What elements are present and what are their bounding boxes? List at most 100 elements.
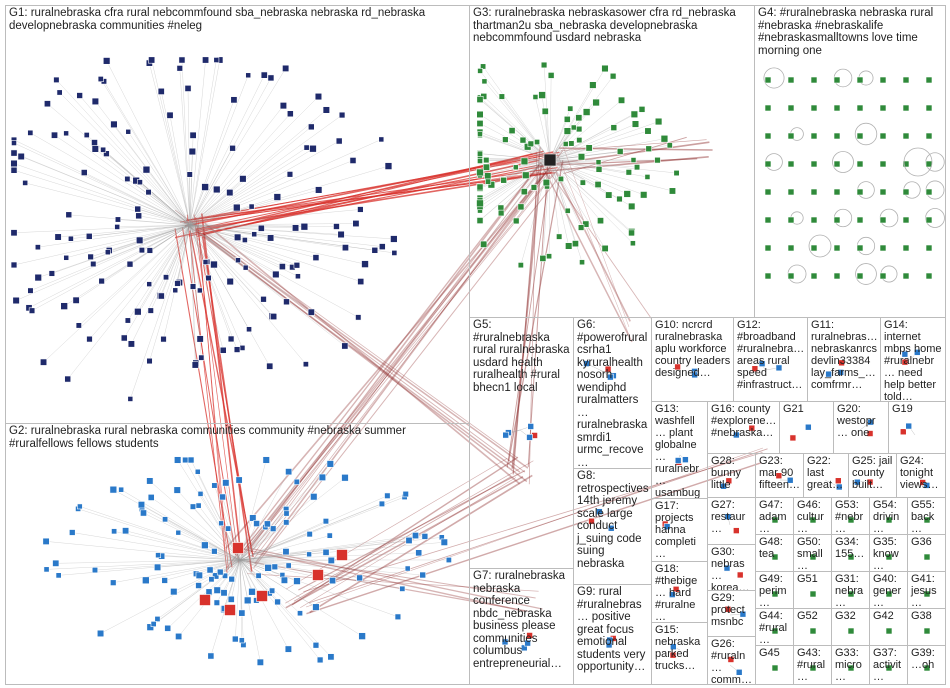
group-label-g20: G20: westopr… one (837, 403, 886, 439)
group-panel-g21[interactable]: G21 (779, 401, 834, 454)
group-panel-g46[interactable]: G46: cultur… (793, 497, 832, 535)
group-panel-g14[interactable]: G14: internet mbps home #ruralnebr… need… (880, 317, 946, 402)
group-panel-g16[interactable]: G16: county #explorene… #nebraska… (707, 401, 780, 454)
group-label-g19: G19 (892, 403, 943, 415)
group-panel-g20[interactable]: G20: westopr… one (833, 401, 889, 454)
group-panel-g40[interactable]: G40: gener… (869, 571, 908, 609)
group-panel-g38[interactable]: G38 (907, 608, 946, 646)
group-panel-g18[interactable]: G18: #thebige… hard #ruralne… (651, 561, 708, 623)
group-label-g17: G17: projects hanna completi… (655, 500, 705, 560)
group-label-g42: G42 (873, 610, 905, 622)
group-panel-g52[interactable]: G52 (793, 608, 832, 646)
group-panel-g28[interactable]: G28: bunny little (707, 453, 756, 498)
group-panel-g45[interactable]: G45 (755, 645, 794, 685)
group-panel-g32[interactable]: G32 (831, 608, 870, 646)
group-panel-g43[interactable]: G43: #rural… (793, 645, 832, 685)
group-panel-g11[interactable]: G11: ruralnebras… nebraskanrcs devlin333… (807, 317, 881, 402)
group-label-g16: G16: county #explorene… #nebraska… (711, 403, 777, 439)
group-label-g51: G51 (797, 573, 829, 585)
group-panel-g12[interactable]: G12: #broadband #ruralnebra… areas rural… (733, 317, 808, 402)
group-label-g5: G5: #ruralnebraska rural ruralnebraska u… (473, 319, 571, 394)
group-panel-g26[interactable]: G26: #ruraln… comm… (707, 636, 756, 685)
group-label-g15: G15: nebraska parked trucks… (655, 624, 705, 672)
group-panel-g1[interactable]: G1: ruralnebraska cfra rural nebcommfoun… (5, 5, 470, 424)
group-label-g52: G52 (797, 610, 829, 622)
group-panel-g53[interactable]: G53: #nebr… (831, 497, 870, 535)
group-label-g7: G7: ruralnebraska nebraska conference nb… (473, 570, 571, 670)
group-label-g1: G1: ruralnebraska cfra rural nebcommfoun… (9, 7, 467, 32)
group-panel-g39[interactable]: G39: …oh (907, 645, 946, 685)
group-label-g26: G26: #ruraln… comm… (711, 638, 753, 685)
group-panel-g10[interactable]: G10: ncrcrd ruralnebraska aplu workforce… (651, 317, 734, 402)
group-label-g12: G12: #broadband #ruralnebra… areas rural… (737, 319, 805, 391)
group-label-g49: G49: perim… (759, 573, 791, 609)
group-panel-g41[interactable]: G41: jesus… (907, 571, 946, 609)
group-panel-g2[interactable]: G2: ruralnebraska rural nebraska communi… (5, 423, 470, 685)
group-label-g36: G36 (911, 536, 943, 548)
group-panel-g19[interactable]: G19 (888, 401, 946, 454)
group-label-g41: G41: jesus… (911, 573, 943, 609)
group-label-g3: G3: ruralnebraska nebraskasower cfra rd_… (473, 7, 752, 45)
group-panel-g49[interactable]: G49: perim… (755, 571, 794, 609)
group-label-g6: G6: #powerofrural csrha1 kyruralhealth n… (577, 319, 649, 469)
group-panel-g13[interactable]: G13: washfell… plant globalne… ruralnebr… (651, 401, 708, 499)
group-label-g13: G13: washfell… plant globalne… ruralnebr… (655, 403, 705, 499)
group-panel-g44[interactable]: G44: #rural… (755, 608, 794, 646)
group-label-g35: G35: know… (873, 536, 905, 572)
group-label-g24: G24: tonight views… (900, 455, 943, 491)
group-label-g50: G50: small… (797, 536, 829, 572)
group-panel-g24[interactable]: G24: tonight views… (896, 453, 946, 498)
group-panel-g5[interactable]: G5: #ruralnebraska rural ruralnebraska u… (469, 317, 574, 569)
group-panel-g7[interactable]: G7: ruralnebraska nebraska conference nb… (469, 568, 574, 685)
group-label-g48: G48: tea (759, 536, 791, 560)
group-panel-g30[interactable]: G30: nebras… korea… (707, 544, 756, 591)
group-panel-g37[interactable]: G37: activit… (869, 645, 908, 685)
group-panel-g51[interactable]: G51 (793, 571, 832, 609)
group-label-g53: G53: #nebr… (835, 499, 867, 535)
group-panel-g55[interactable]: G55: back… (907, 497, 946, 535)
group-label-g8: G8: retrospectives 14th jeremy scale lar… (577, 470, 649, 570)
group-panel-g54[interactable]: G54: drivin… (869, 497, 908, 535)
group-panel-g6[interactable]: G6: #powerofrural csrha1 kyruralhealth n… (573, 317, 652, 469)
group-panel-g9[interactable]: G9: rural #ruralnebras… positive great f… (573, 584, 652, 685)
group-panel-g47[interactable]: G47: adam… (755, 497, 794, 535)
group-label-g30: G30: nebras… korea… (711, 546, 753, 591)
group-label-g34: G34: 155… (835, 536, 867, 560)
group-panel-g50[interactable]: G50: small… (793, 534, 832, 572)
group-panel-g17[interactable]: G17: projects hanna completi… (651, 498, 708, 562)
group-label-g55: G55: back… (911, 499, 943, 535)
group-label-g29: G29: protect msnbc (711, 592, 753, 628)
group-panel-g29[interactable]: G29: protect msnbc (707, 590, 756, 637)
group-label-g37: G37: activit… (873, 647, 905, 683)
group-label-g40: G40: gener… (873, 573, 905, 609)
group-panel-g8[interactable]: G8: retrospectives 14th jeremy scale lar… (573, 468, 652, 585)
group-label-g54: G54: drivin… (873, 499, 905, 535)
group-label-g47: G47: adam… (759, 499, 791, 535)
group-panel-g36[interactable]: G36 (907, 534, 946, 572)
group-label-g33: G33: micro… (835, 647, 867, 683)
group-label-g21: G21 (783, 403, 831, 415)
group-panel-g27[interactable]: G27: restaur… (707, 497, 756, 545)
group-panel-g31[interactable]: G31: nebra… (831, 571, 870, 609)
group-panel-g25[interactable]: G25: jail county built… (848, 453, 897, 498)
group-panel-g33[interactable]: G33: micro… (831, 645, 870, 685)
group-panel-g22[interactable]: G22: last great… (803, 453, 849, 498)
group-label-g2: G2: ruralnebraska rural nebraska communi… (9, 425, 467, 450)
group-panel-g4[interactable]: G4: #ruralnebraska nebraska rural #nebra… (754, 5, 946, 318)
group-panel-g3[interactable]: G3: ruralnebraska nebraskasower cfra rd_… (469, 5, 755, 318)
group-label-g38: G38 (911, 610, 943, 622)
group-panel-g23[interactable]: G23: mar 90 fifteen… (755, 453, 804, 498)
group-label-g28: G28: bunny little (711, 455, 753, 491)
group-panel-g34[interactable]: G34: 155… (831, 534, 870, 572)
group-panel-g15[interactable]: G15: nebraska parked trucks… (651, 622, 708, 685)
group-label-g31: G31: nebra… (835, 573, 867, 609)
group-panel-g42[interactable]: G42 (869, 608, 908, 646)
group-label-g4: G4: #ruralnebraska nebraska rural #nebra… (758, 7, 943, 57)
group-label-g43: G43: #rural… (797, 647, 829, 683)
group-panel-g48[interactable]: G48: tea (755, 534, 794, 572)
group-panel-g35[interactable]: G35: know… (869, 534, 908, 572)
group-label-g14: G14: internet mbps home #ruralnebr… need… (884, 319, 943, 402)
group-label-g25: G25: jail county built… (852, 455, 894, 491)
group-label-g46: G46: cultur… (797, 499, 829, 535)
